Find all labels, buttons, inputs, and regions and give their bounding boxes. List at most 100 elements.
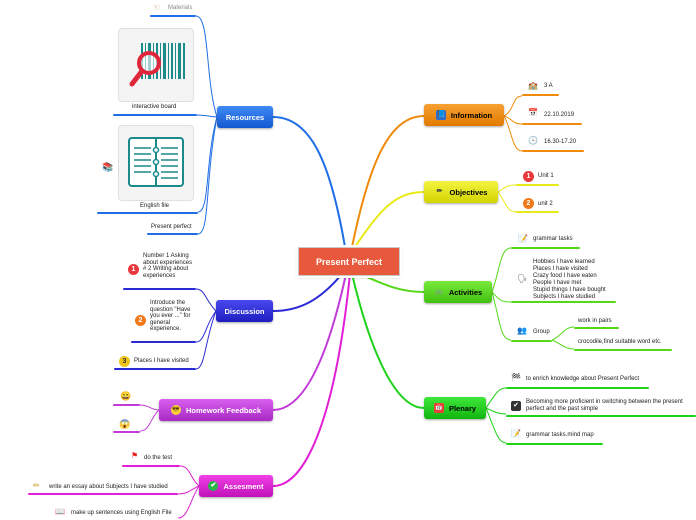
open-book-icon: 📖 bbox=[55, 507, 65, 516]
discussion-item-1-text: Number 1 Asking about experiences # 2 Wr… bbox=[143, 253, 193, 279]
assessment-item-sentences[interactable]: 📖 make up sentences using English File bbox=[52, 507, 178, 520]
information-item-class-text: 3 A bbox=[544, 83, 553, 89]
activity-grammar-tasks-text: grammar tasks bbox=[533, 236, 573, 242]
plenary-item-mind-map-underline bbox=[506, 443, 603, 445]
group-child-crocodile[interactable]: crocodile,find suitable word etc. bbox=[574, 337, 672, 351]
english-file-node[interactable]: 📚 English file bbox=[97, 124, 198, 214]
plenary-item-enrich-underline bbox=[506, 387, 649, 389]
books-icon: 📚 bbox=[102, 162, 114, 172]
activity-topic: Hobbies I have learned bbox=[533, 259, 595, 265]
edge-central-plenary bbox=[351, 273, 425, 409]
activity-topics-list[interactable]: 🗣 Hobbies I have learned Places I have v… bbox=[511, 258, 616, 304]
materials-label: Materials bbox=[168, 5, 193, 11]
activity-topics-underline bbox=[511, 301, 616, 303]
discussion-item-2-underline bbox=[131, 341, 196, 343]
activity-grammar-tasks[interactable]: 📝 grammar tasks bbox=[511, 233, 580, 250]
number-2-badge: 2 bbox=[135, 315, 146, 326]
check-circle-icon: ✔ bbox=[208, 481, 219, 491]
number-1-badge: 1 bbox=[523, 171, 534, 182]
english-file-image bbox=[118, 125, 194, 201]
calendar-date-icon: 📅 bbox=[528, 108, 538, 117]
objective-item-unit-1-underline bbox=[516, 184, 559, 186]
objective-item-unit-2[interactable]: 2 unit 2 bbox=[516, 198, 559, 214]
cool-face-icon: 😎 bbox=[170, 405, 181, 415]
materials-node[interactable]: ☜ Materials bbox=[150, 3, 196, 17]
branch-objectives-label: Objectives bbox=[449, 187, 488, 197]
discussion-item-3-underline bbox=[114, 368, 196, 370]
notebook-icon bbox=[128, 137, 184, 187]
discussion-item-2[interactable]: 2 Introduce the question "Have you ever … bbox=[131, 299, 196, 344]
activity-group-underline bbox=[511, 340, 552, 342]
discussion-item-3[interactable]: 3 Places I have visited bbox=[114, 355, 196, 371]
activity-topic: Stupid things I have bought bbox=[533, 287, 606, 293]
activity-topic: Crazy food I have eaten bbox=[533, 273, 597, 279]
discussion-item-1[interactable]: 1 Number 1 Asking about experiences # 2 … bbox=[123, 252, 196, 292]
group-people-icon: 👥 bbox=[517, 326, 527, 335]
activity-topic: Places I have visited bbox=[533, 266, 588, 272]
information-item-class-underline bbox=[522, 94, 559, 96]
central-topic[interactable]: Present Perfect bbox=[298, 247, 400, 276]
homework-child-2[interactable]: 😱 bbox=[113, 418, 140, 434]
objective-item-unit-1[interactable]: 1 Unit 1 bbox=[516, 170, 559, 187]
plenary-item-enrich[interactable]: 🏁 to enrich knowledge about Present Perf… bbox=[506, 372, 649, 390]
branch-activities[interactable]: 🚲 Activities bbox=[424, 281, 492, 303]
number-1-badge: 1 bbox=[128, 264, 139, 275]
present-perfect-label: Present perfect bbox=[151, 224, 192, 230]
plenary-item-proficient-text: Becoming more proficient in switching be… bbox=[526, 399, 683, 412]
homework-child-1[interactable]: 😀 bbox=[113, 390, 140, 407]
information-item-date-text: 22.10.2019 bbox=[544, 112, 575, 118]
info-book-icon: 📘 bbox=[435, 110, 446, 120]
information-item-class[interactable]: 🏫 3 A bbox=[522, 80, 559, 97]
information-item-date[interactable]: 📅 22.10.2019 bbox=[522, 107, 582, 125]
list-note-icon: 📝 bbox=[518, 234, 528, 243]
edge-central-objectives bbox=[354, 191, 425, 248]
information-item-time-underline bbox=[522, 150, 584, 152]
plenary-item-proficient[interactable]: ✔ Becoming more proficient in switching … bbox=[506, 398, 696, 418]
activity-group[interactable]: 👥 Group bbox=[511, 325, 552, 342]
assessment-item-do-test-underline bbox=[122, 465, 180, 467]
edge-central-discussion bbox=[272, 273, 343, 312]
information-item-date-underline bbox=[522, 123, 582, 125]
assessment-item-do-test[interactable]: ⚑ do the test bbox=[122, 451, 180, 467]
discussion-item-1-underline bbox=[123, 288, 196, 290]
branch-resources[interactable]: Resources bbox=[217, 106, 273, 128]
branch-discussion[interactable]: Discussion bbox=[216, 300, 273, 322]
branch-information-label: Information bbox=[450, 110, 493, 120]
discussion-item-2-text: Introduce the question "Have you ever ..… bbox=[150, 300, 191, 333]
edge-central-information bbox=[351, 115, 425, 248]
plenary-item-mind-map[interactable]: 📝 grammar tasks.mind map bbox=[506, 428, 603, 446]
pointing-hand-icon: ☜ bbox=[153, 3, 161, 12]
activity-topic: People I have met bbox=[533, 280, 582, 286]
objective-item-unit-1-text: Unit 1 bbox=[538, 173, 554, 179]
interactive-board-node[interactable]: interactive board bbox=[113, 26, 197, 118]
assessment-item-sentences-text: make up sentences using English File bbox=[71, 510, 172, 516]
group-child-pairs[interactable]: work in pairs bbox=[574, 316, 619, 329]
edge-central-assessment bbox=[272, 273, 351, 487]
materials-underline bbox=[150, 15, 196, 17]
discussion-item-3-text: Places I have visited bbox=[134, 358, 189, 364]
interactive-board-label: interactive board bbox=[132, 104, 177, 110]
information-item-time[interactable]: 🕓 16.30-17.20 bbox=[522, 135, 584, 153]
branch-objectives[interactable]: ✏ Objectives bbox=[424, 181, 498, 203]
assessment-item-essay[interactable]: ✏ write an essay about Subjects I have s… bbox=[28, 480, 178, 496]
present-perfect-underline bbox=[147, 233, 198, 235]
branch-information[interactable]: 📘 Information bbox=[424, 104, 504, 126]
homework-child-2-underline bbox=[113, 431, 140, 433]
branch-plenary[interactable]: 📅 Plenary bbox=[424, 397, 486, 419]
pencil-icon: ✏ bbox=[436, 188, 443, 195]
objective-item-unit-2-underline bbox=[516, 211, 559, 213]
information-item-time-text: 16.30-17.20 bbox=[544, 139, 577, 145]
group-child-crocodile-underline bbox=[574, 349, 672, 351]
branch-resources-label: Resources bbox=[225, 112, 265, 122]
activity-topics-lines: Hobbies I have learned Places I have vis… bbox=[533, 259, 617, 301]
pencil-icon: ✏ bbox=[33, 481, 40, 490]
interactive-board-image bbox=[118, 28, 194, 102]
edge-central-homework bbox=[272, 273, 347, 411]
branch-homework-feedback[interactable]: 😎 Homework Feedback bbox=[159, 399, 273, 421]
english-file-underline bbox=[97, 212, 198, 214]
present-perfect-node[interactable]: Present perfect bbox=[147, 223, 198, 236]
branch-assessment[interactable]: ✔ Assesment bbox=[199, 475, 273, 497]
activity-topic: Subjects I have studied bbox=[533, 294, 596, 300]
branch-plenary-label: Plenary bbox=[448, 403, 477, 413]
